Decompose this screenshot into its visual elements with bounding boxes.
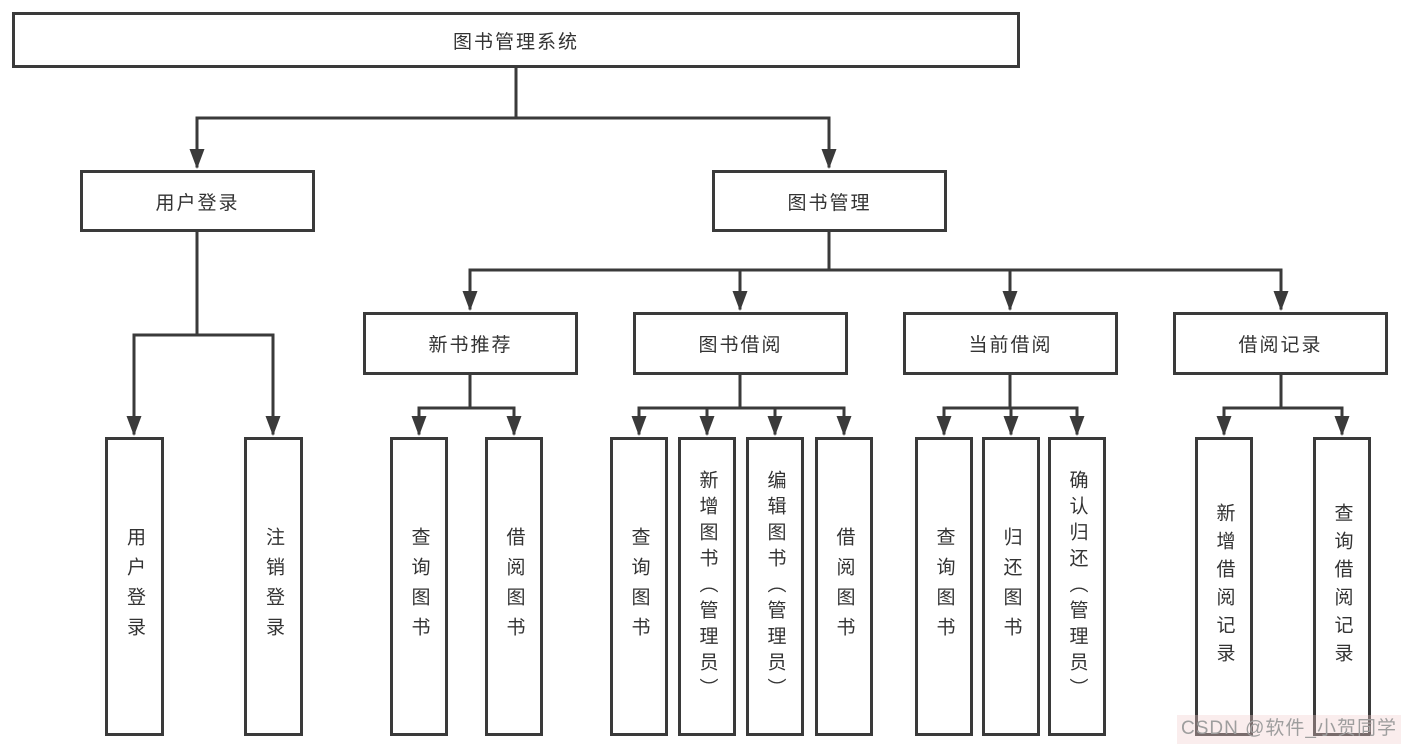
csdn-watermark: CSDN @软件_小贺同学 <box>1177 715 1401 744</box>
node-book-borrowing: 图书借阅 <box>633 312 848 375</box>
node-borrowing-record: 借阅记录 <box>1173 312 1388 375</box>
leaf-user-login: 用户登录 <box>105 437 164 736</box>
leaf-borrowing-borrow-book: 借阅图书 <box>815 437 873 736</box>
leaf-record-add-borrow-record: 新增借阅记录 <box>1195 437 1253 736</box>
leaf-recommend-query-book: 查询图书 <box>390 437 448 736</box>
leaf-record-query-borrow-record: 查询借阅记录 <box>1313 437 1371 736</box>
leaf-recommend-borrow-book: 借阅图书 <box>485 437 543 736</box>
leaf-current-query-book: 查询图书 <box>915 437 973 736</box>
leaf-logout: 注销登录 <box>244 437 303 736</box>
leaf-current-return-book: 归还图书 <box>982 437 1040 736</box>
node-user-login-branch: 用户登录 <box>80 170 315 232</box>
node-root-system: 图书管理系统 <box>12 12 1020 68</box>
leaf-borrowing-query-book: 查询图书 <box>610 437 668 736</box>
leaf-borrowing-edit-book-admin: 编辑图书（管理员） <box>746 437 804 736</box>
node-new-book-recommendation: 新书推荐 <box>363 312 578 375</box>
node-current-borrowing: 当前借阅 <box>903 312 1118 375</box>
leaf-current-confirm-return-admin: 确认归还（管理员） <box>1048 437 1106 736</box>
leaf-borrowing-add-book-admin: 新增图书（管理员） <box>678 437 736 736</box>
node-book-management-branch: 图书管理 <box>712 170 947 232</box>
